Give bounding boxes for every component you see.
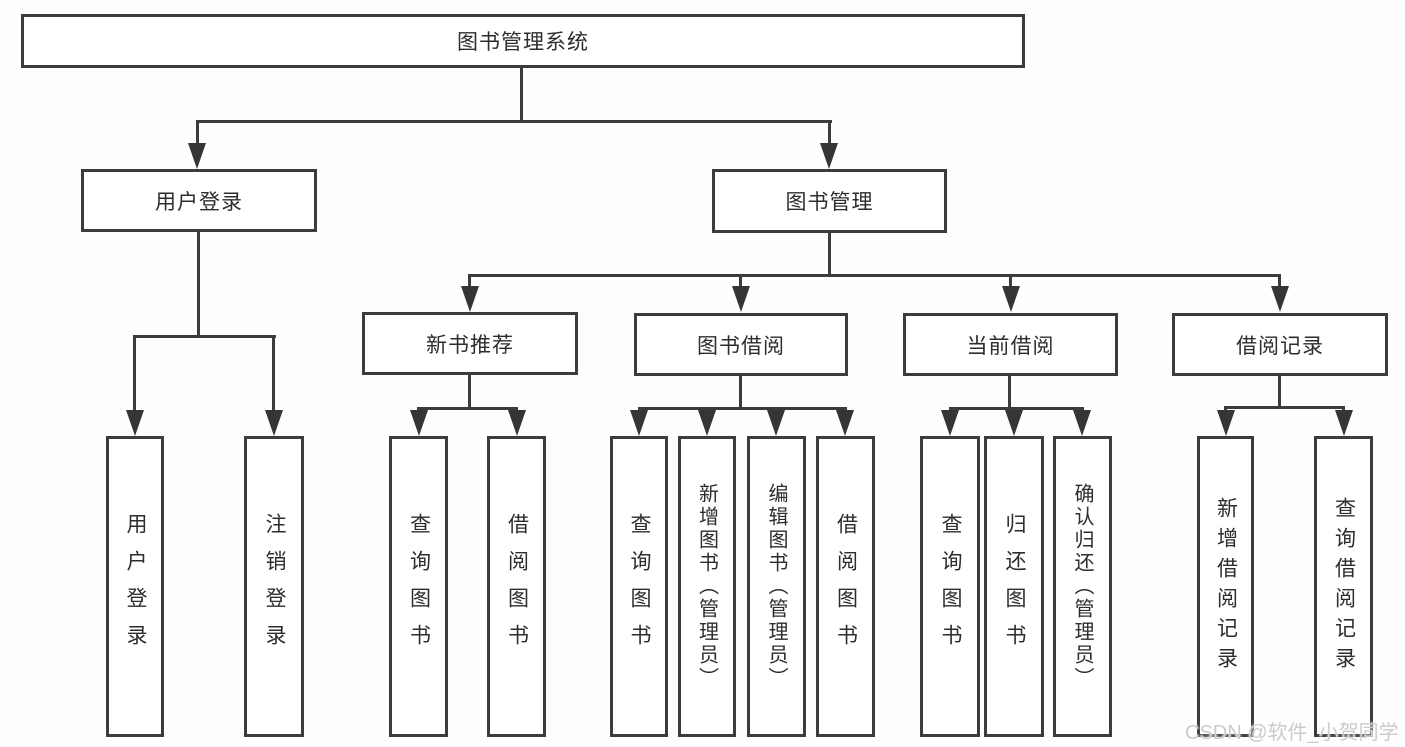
arrow-down-icon: [836, 410, 854, 436]
arrow-down-icon: [941, 410, 959, 436]
arrow-down-icon: [630, 410, 648, 436]
arrow-down-icon: [188, 143, 206, 169]
connector-g2-vline: [468, 375, 471, 407]
connector-g5-vline: [1278, 376, 1281, 406]
node-label: 用户登录: [155, 190, 243, 214]
connector-book-mgmt-vline: [828, 233, 831, 274]
node-label: 图书管理: [785, 191, 874, 214]
arrow-down-icon: [820, 143, 838, 169]
node-user-login: 用户登录: [81, 169, 317, 232]
arrow-down-icon: [1217, 410, 1235, 436]
leaf-label: 查询图书: [939, 512, 962, 661]
arrow-down-icon: [508, 410, 526, 436]
arrow-down-icon: [767, 410, 785, 436]
leaf-return-book: 归还图书: [984, 436, 1044, 737]
leaf-label: 注销登录: [263, 512, 286, 661]
node-book-management: 图书管理: [712, 169, 947, 233]
leaf-label: 新增图书（管理员）: [695, 483, 718, 690]
leaf-label: 查询图书: [407, 512, 431, 661]
leaf-query-books-borrow: 查询图书: [610, 436, 668, 737]
arrow-down-icon: [410, 410, 428, 436]
leaf-borrow-books-borrow: 借阅图书: [816, 436, 875, 737]
connector-book-mgmt-shaft: [828, 120, 831, 145]
connector-g5-shaft-1: [1224, 406, 1227, 412]
leaf-label: 用户登录: [124, 512, 147, 661]
connector-g4-vline: [1008, 376, 1011, 407]
node-label: 借阅记录: [1236, 334, 1324, 358]
node-label: 新书推荐: [426, 333, 514, 357]
connector-g5-hline: [1224, 406, 1345, 409]
connector-new-book-shaft: [468, 274, 471, 288]
leaf-confirm-return-admin: 确认归还（管理员）: [1053, 436, 1112, 737]
arrow-down-icon: [126, 410, 144, 436]
connector-borrow-record-shaft: [1278, 274, 1281, 288]
leaf-label: 新增借阅记录: [1214, 496, 1238, 677]
arrow-down-icon: [265, 410, 283, 436]
node-label: 当前借阅: [966, 334, 1055, 358]
node-borrow-records: 借阅记录: [1172, 313, 1388, 376]
leaf-label: 查询图书: [628, 512, 651, 661]
leaf-edit-book-admin: 编辑图书（管理员）: [747, 436, 806, 737]
arrow-down-icon: [732, 286, 750, 312]
arrow-down-icon: [1073, 410, 1091, 436]
node-current-borrow: 当前借阅: [903, 313, 1118, 376]
connector-current-borrow-shaft: [1009, 274, 1012, 288]
node-new-book-recommend: 新书推荐: [362, 312, 578, 375]
connector-leaf-logout-shaft: [272, 335, 275, 410]
leaf-query-books-current: 查询图书: [920, 436, 980, 737]
leaf-query-books-recommend: 查询图书: [389, 436, 448, 737]
leaf-label: 确认归还（管理员）: [1071, 483, 1093, 690]
leaf-logout-login: 注销登录: [244, 436, 304, 737]
leaf-query-borrow-record: 查询借阅记录: [1314, 436, 1373, 737]
connector-g2-hline: [417, 407, 518, 410]
leaf-label: 借阅图书: [505, 512, 529, 661]
connector-g3-vline: [739, 376, 742, 407]
leaf-add-borrow-record: 新增借阅记录: [1197, 436, 1254, 737]
leaf-label: 编辑图书（管理员）: [765, 483, 787, 690]
arrow-down-icon: [698, 410, 716, 436]
connector-g5-shaft-2: [1342, 406, 1345, 412]
connector-root-hline: [196, 120, 832, 123]
connector-g3-hline: [638, 407, 847, 410]
node-label: 图书管理系统: [457, 31, 589, 54]
connector-root-vline: [520, 68, 523, 120]
node-library-management-system: 图书管理系统: [21, 14, 1025, 68]
connector-user-login-hline: [133, 335, 276, 338]
leaf-user-login: 用户登录: [106, 436, 164, 737]
csdn-watermark: CSDN @软件_小贺同学: [1185, 722, 1399, 744]
node-label: 图书借阅: [697, 334, 785, 358]
connector-leaf-user-login-shaft: [133, 335, 136, 410]
leaf-label: 查询借阅记录: [1332, 496, 1356, 677]
arrow-down-icon: [1335, 410, 1353, 436]
arrow-down-icon: [1005, 410, 1023, 436]
arrow-down-icon: [461, 286, 479, 312]
connector-book-borrow-shaft: [739, 274, 742, 288]
connector-user-login-shaft: [196, 120, 199, 145]
leaf-borrow-books-recommend: 借阅图书: [487, 436, 546, 737]
arrow-down-icon: [1002, 286, 1020, 312]
arrow-down-icon: [1271, 286, 1289, 312]
connector-g4-hline: [949, 407, 1084, 410]
leaf-label: 归还图书: [1003, 512, 1026, 661]
connector-book-mgmt-hline: [468, 274, 1281, 277]
leaf-add-book-admin: 新增图书（管理员）: [678, 436, 736, 737]
connector-user-login-vline: [197, 232, 200, 335]
node-book-borrow: 图书借阅: [634, 313, 848, 376]
leaf-label: 借阅图书: [834, 512, 858, 661]
